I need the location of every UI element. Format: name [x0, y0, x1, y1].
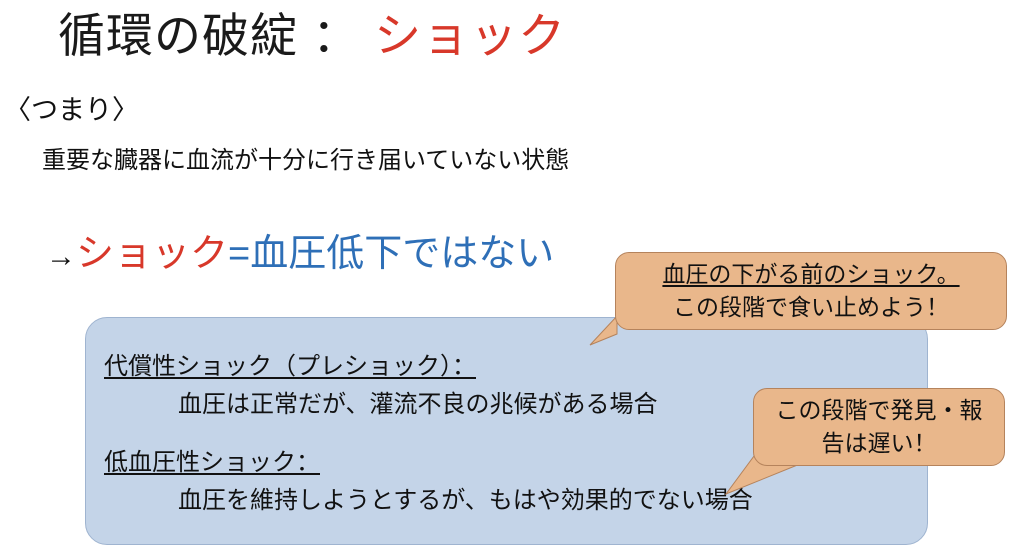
panel-item-compensated: 代償性ショック（プレショック）： 血圧は正常だが、灌流不良の兆候がある場合	[104, 350, 658, 422]
callout-line-1: 血圧の下がる前のショック。	[662, 261, 960, 287]
right-arrow-icon: →	[46, 240, 76, 273]
panel-item-heading: 低血圧性ショック：	[104, 449, 320, 476]
panel-item-detail: 血圧は正常だが、灌流不良の兆候がある場合	[178, 391, 658, 418]
page-title: 循環の破綻 ： ショック	[58, 6, 566, 66]
equation-red-term: ショック	[76, 233, 229, 275]
shock-definition-panel: 代償性ショック（プレショック）： 血圧は正常だが、灌流不良の兆候がある場合 低血…	[85, 317, 928, 545]
callout-line-2: この段階で食い止めよう！	[673, 294, 949, 320]
callout-late-detection: この段階で発見・報 告は遅い！	[753, 388, 1005, 466]
callout-line-2: 告は遅い！	[821, 430, 937, 456]
page-title-highlight: ショック	[374, 9, 567, 62]
intro-body-text: 重要な臓器に血流が十分に行き届いていない状態	[42, 147, 570, 174]
callout-preshock: 血圧の下がる前のショック。 この段階で食い止めよう！	[615, 252, 1007, 330]
panel-item-heading: 代償性ショック（プレショック）：	[104, 353, 476, 380]
intro-label: 〈つまり〉	[4, 95, 139, 125]
panel-item-hypotensive: 低血圧性ショック： 血圧を維持しようとするが、もはや効果的でない場合	[104, 446, 753, 518]
callout-line-1: この段階で発見・報	[775, 397, 983, 423]
equation-line: →ショック=血圧低下ではない	[46, 229, 554, 282]
page-title-separator: ：	[312, 9, 361, 62]
page-title-main: 循環の破綻	[58, 9, 298, 62]
panel-item-detail: 血圧を維持しようとするが、もはや効果的でない場合	[178, 487, 753, 514]
equation-blue-term: =血圧低下ではない	[228, 233, 555, 275]
